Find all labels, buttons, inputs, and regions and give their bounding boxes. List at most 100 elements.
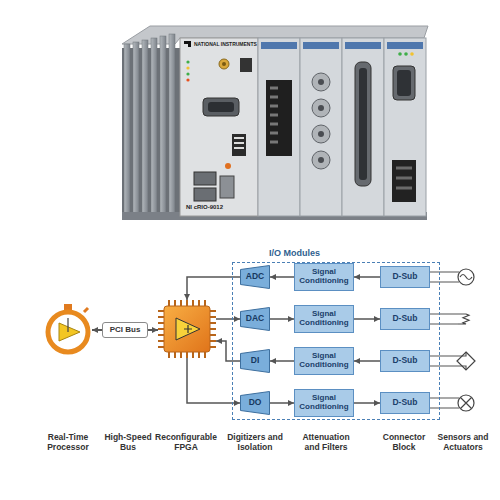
signal-arrow <box>354 360 380 362</box>
sensor-symbol <box>458 314 469 324</box>
crio-photo <box>124 44 130 214</box>
node-text: Signal Conditioning <box>295 268 353 286</box>
signal-arrow <box>270 276 294 278</box>
crio-photo <box>387 42 423 49</box>
crio-photo <box>404 52 408 56</box>
crio-photo <box>194 172 216 185</box>
crio-photo <box>261 42 297 49</box>
crio-photo <box>142 40 148 214</box>
node-text: Signal Conditioning <box>295 352 353 370</box>
converter-shape <box>241 350 270 373</box>
crio-photo <box>312 151 330 169</box>
fpga-chip <box>184 325 192 333</box>
crio-photo <box>318 105 324 111</box>
crio-photo <box>186 60 189 63</box>
node-text: PCI Bus <box>103 326 147 335</box>
crio-photo <box>234 137 244 139</box>
signal-arrow <box>354 276 380 278</box>
crio-photo <box>270 88 278 142</box>
model-label: NI cRIO-9012 <box>186 204 256 211</box>
connector-box: D-Sub <box>380 350 430 372</box>
crio-photo <box>312 73 330 91</box>
sensor-symbol <box>461 398 472 409</box>
crio-photo <box>240 58 252 72</box>
node-text: DAC <box>240 314 270 323</box>
sensor-symbol <box>457 269 475 411</box>
sensor-wire <box>430 272 459 282</box>
node-text: ADC <box>240 272 270 281</box>
sensor-wire <box>430 314 466 324</box>
crio-photo <box>410 52 414 56</box>
column-caption: Sensors and Actuators <box>435 432 491 452</box>
crio-photo <box>151 38 157 214</box>
node-text: Signal Conditioning <box>295 310 353 328</box>
crio-photo <box>359 68 367 180</box>
fpga-link-wire <box>216 318 240 320</box>
crio-photo <box>396 168 412 188</box>
real-time-processor-icon <box>59 323 80 341</box>
crio-photo <box>258 38 300 216</box>
real-time-processor-icon <box>84 308 88 312</box>
signal-arrow <box>354 318 380 320</box>
signal-arrow <box>354 402 380 404</box>
real-time-processor-icon <box>48 304 88 352</box>
converter-block: DO <box>240 391 270 415</box>
connector-box: D-Sub <box>380 266 430 288</box>
crio-photo <box>186 78 189 81</box>
conditioning-box: Signal Conditioning <box>294 347 354 375</box>
bus-box: PCI Bus <box>102 322 148 338</box>
crio-photo <box>303 42 339 49</box>
crio-photo <box>342 38 384 216</box>
column-caption: Connector Block <box>378 432 430 452</box>
connector-box: D-Sub <box>380 308 430 330</box>
crio-photo <box>318 131 324 137</box>
crio-photo <box>234 147 244 149</box>
converter-block: DI <box>240 349 270 373</box>
node-text: Signal Conditioning <box>295 394 353 412</box>
conditioning-box: Signal Conditioning <box>294 389 354 417</box>
crio-photo <box>186 66 189 69</box>
converter-shape <box>241 266 270 289</box>
column-caption: Attenuation and Filters <box>294 432 358 452</box>
crio-photo <box>345 42 381 49</box>
crio-photo <box>232 134 246 156</box>
node-text: D-Sub <box>381 272 429 281</box>
sensor-wire <box>430 398 459 408</box>
converter-shape <box>241 308 270 331</box>
column-caption: Reconfigurable FPGA <box>152 432 220 452</box>
node-text: D-Sub <box>381 398 429 407</box>
crio-photo <box>300 38 342 216</box>
sensor-symbol <box>457 352 475 370</box>
crio-photo <box>220 176 234 198</box>
crio-photo <box>133 42 139 214</box>
converter-shape <box>241 392 270 415</box>
crio-photo <box>266 80 292 156</box>
crio-photo <box>355 62 371 186</box>
fpga-chip <box>158 300 216 358</box>
crio-photo <box>184 41 191 47</box>
real-time-processor-icon <box>64 304 72 310</box>
crio-photo <box>122 26 428 220</box>
node-text: D-Sub <box>381 314 429 323</box>
crio-photo <box>393 66 415 100</box>
conditioning-box: Signal Conditioning <box>294 263 354 291</box>
column-caption: High-Speed Bus <box>104 432 152 452</box>
conditioning-box: Signal Conditioning <box>294 305 354 333</box>
crio-photo <box>234 142 244 144</box>
crio-photo <box>194 188 216 201</box>
crio-photo <box>219 59 229 69</box>
crio-photo <box>318 79 324 85</box>
sensor-symbol <box>458 395 474 411</box>
module-group: I/O ModulesADCSignal ConditioningD-SubDA… <box>232 262 440 420</box>
node-text: D-Sub <box>381 356 429 365</box>
converter-block: ADC <box>240 265 270 289</box>
column-caption: Digitizers and Isolation <box>223 432 287 452</box>
fpga-chip <box>158 300 216 358</box>
crio-photo <box>160 36 166 214</box>
sensor-symbol <box>458 269 474 285</box>
real-time-processor-icon <box>48 312 88 352</box>
crio-photo <box>208 102 234 112</box>
